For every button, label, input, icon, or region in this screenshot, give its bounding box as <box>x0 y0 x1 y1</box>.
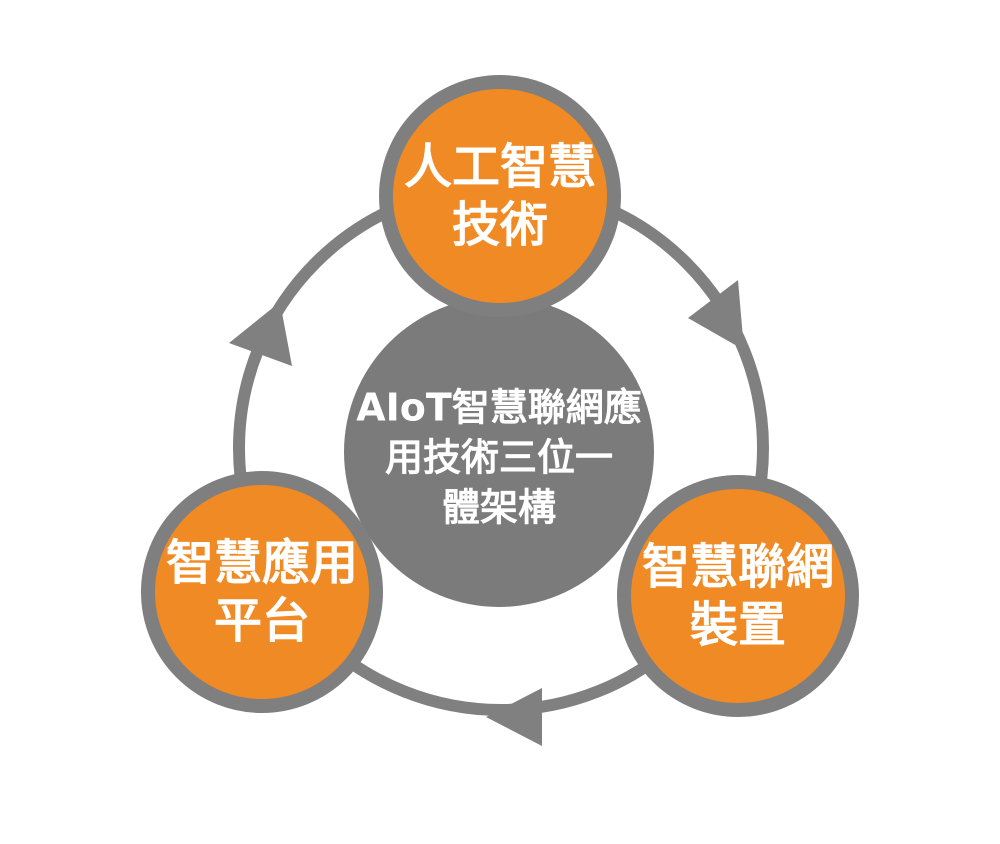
node-top-label-line-2: 技術 <box>452 197 548 253</box>
node-right-label-line-1: 智慧聯網 <box>642 539 834 595</box>
node-left-label-line-1: 智慧應用 <box>166 535 358 591</box>
node-circle-top <box>379 75 621 317</box>
node-ai-technology: 人工智慧 技術 <box>379 75 621 317</box>
arrow-right-icon <box>688 280 744 350</box>
center-label-line-2: 用技術三位一 <box>385 436 613 480</box>
node-smart-iot-devices: 智慧聯網 裝置 <box>617 475 859 717</box>
center-circle <box>344 297 654 607</box>
node-smart-app-platform: 智慧應用 平台 <box>141 471 383 713</box>
node-left-label-line-2: 平台 <box>214 593 310 649</box>
node-right-label-line-2: 裝置 <box>690 597 786 653</box>
center-label-line-3: 體架構 <box>442 486 556 530</box>
node-circle-left <box>141 471 383 713</box>
arrow-bottom-icon <box>486 688 542 746</box>
arrow-left-icon <box>229 302 292 366</box>
node-top-label-line-1: 人工智慧 <box>404 139 596 195</box>
node-circle-right <box>617 475 859 717</box>
center-label-line-1: AIoT智慧聯網應 <box>356 386 642 430</box>
